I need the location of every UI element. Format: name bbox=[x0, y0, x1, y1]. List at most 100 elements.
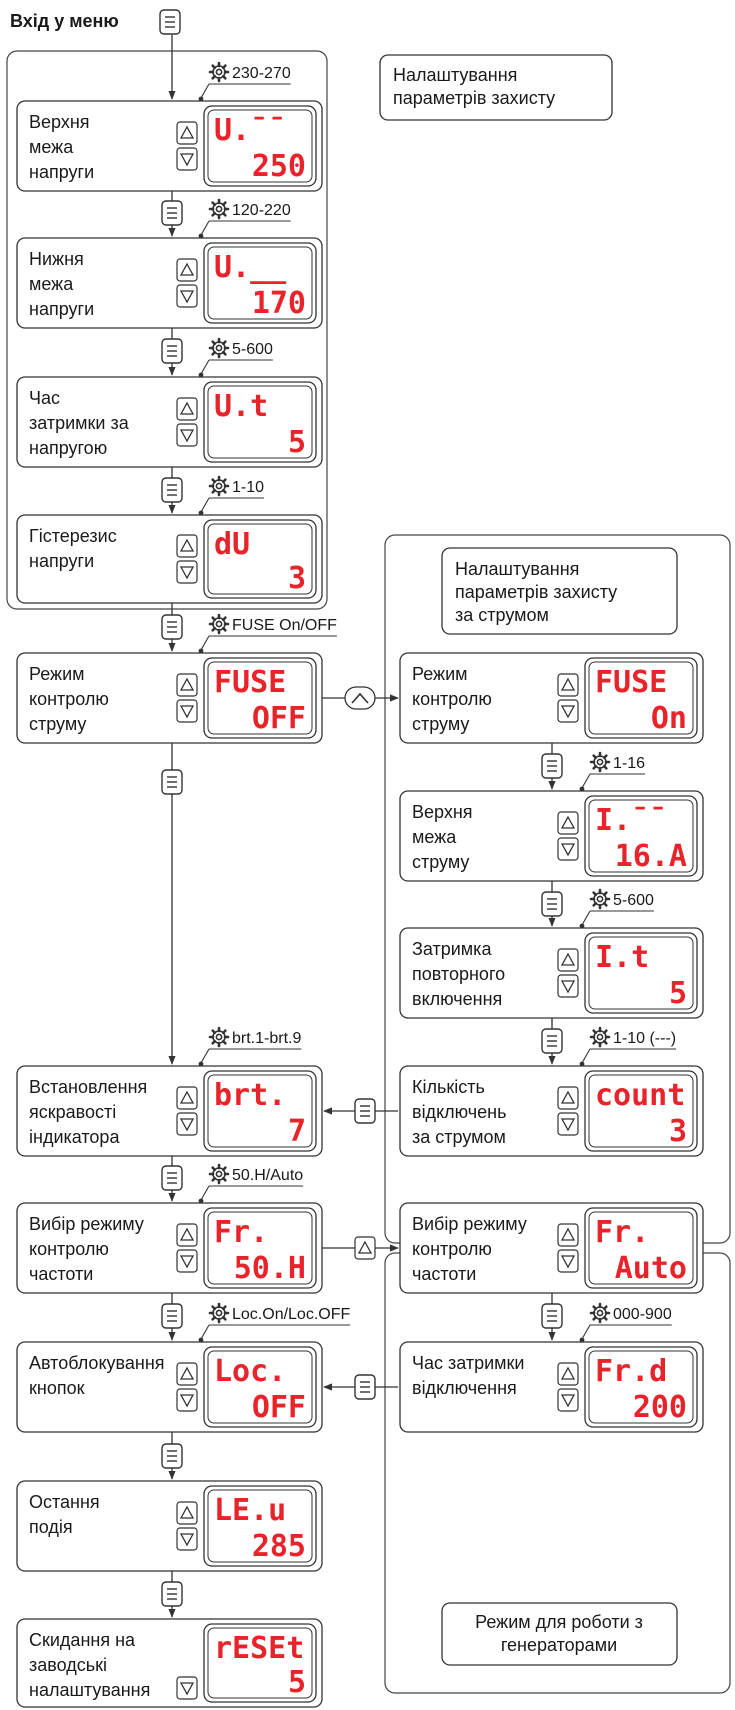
range-label: 5-600 bbox=[613, 892, 654, 909]
gear-icon bbox=[208, 61, 230, 83]
down-button[interactable] bbox=[557, 1112, 579, 1136]
up-button[interactable] bbox=[557, 1223, 579, 1247]
up-button[interactable] bbox=[557, 1086, 579, 1110]
menu-icon[interactable] bbox=[161, 338, 183, 364]
up-button[interactable] bbox=[176, 1501, 198, 1525]
up-button[interactable] bbox=[176, 1086, 198, 1110]
block-label-line: контролю bbox=[29, 689, 109, 709]
range-annotation: 1-10 bbox=[198, 475, 264, 516]
menu-icon[interactable] bbox=[541, 753, 563, 779]
triangle-down-icon bbox=[179, 1255, 195, 1269]
range-annotation: 5-600 bbox=[579, 888, 654, 929]
display-top-line: Loc. bbox=[214, 1354, 286, 1389]
menu-icon[interactable] bbox=[161, 769, 183, 795]
triangle-down-icon bbox=[179, 705, 195, 719]
block-label-line: контролю bbox=[412, 1239, 492, 1259]
down-button[interactable] bbox=[557, 1388, 579, 1412]
led-display: U.t5 bbox=[203, 381, 317, 463]
menu-icon[interactable] bbox=[541, 891, 563, 917]
display-top-line: rESEt bbox=[214, 1631, 304, 1666]
menu-icon[interactable] bbox=[161, 1303, 183, 1329]
block-label-line: Вибір режиму bbox=[412, 1214, 527, 1234]
menu-icon[interactable] bbox=[161, 477, 183, 503]
block-label-line: за струмом bbox=[412, 1127, 506, 1147]
up-button[interactable] bbox=[557, 1362, 579, 1386]
up-button[interactable] bbox=[176, 673, 198, 697]
down-button[interactable] bbox=[176, 147, 198, 171]
down-button[interactable] bbox=[176, 1527, 198, 1551]
range-label: 120-220 bbox=[232, 202, 291, 219]
down-button[interactable] bbox=[176, 1249, 198, 1273]
block-label-line: Верхня bbox=[412, 802, 473, 822]
range-annotation: 230-270 bbox=[198, 61, 291, 102]
triangle-down-icon bbox=[179, 566, 195, 580]
menu-icon[interactable] bbox=[161, 1443, 183, 1469]
range-annotation: 1-10 (---) bbox=[579, 1026, 677, 1067]
menu-icon[interactable] bbox=[541, 1028, 563, 1054]
down-button[interactable] bbox=[176, 699, 198, 723]
menu-icon[interactable] bbox=[161, 1165, 183, 1191]
display-top-line: Fr.d bbox=[595, 1354, 667, 1389]
menu-icon[interactable] bbox=[354, 1098, 376, 1124]
display-top-line: Fr. bbox=[214, 1215, 268, 1250]
block-label-line: подія bbox=[29, 1517, 73, 1537]
menu-icon[interactable] bbox=[161, 200, 183, 226]
down-button[interactable] bbox=[557, 1249, 579, 1273]
protection-note: Налаштування параметрів захисту bbox=[379, 54, 613, 121]
range-annotation: FUSE On/OFF bbox=[198, 613, 337, 654]
up-button[interactable] bbox=[176, 121, 198, 145]
display-top-line: Fr. bbox=[595, 1215, 649, 1250]
gear-icon bbox=[208, 198, 230, 220]
display-bottom-line: 200 bbox=[633, 1390, 687, 1425]
up-button[interactable] bbox=[557, 948, 579, 972]
block-label-line: відключень bbox=[412, 1102, 506, 1122]
down-button[interactable] bbox=[176, 284, 198, 308]
chevron-up-icon[interactable] bbox=[344, 686, 376, 710]
triangle-down-icon bbox=[560, 980, 576, 994]
triangle-up-icon bbox=[560, 677, 576, 691]
menu-icon[interactable] bbox=[541, 1303, 563, 1329]
down-button[interactable] bbox=[176, 1388, 198, 1412]
range-label: 1-10 (---) bbox=[613, 1030, 676, 1047]
display-bottom-line: 3 bbox=[288, 561, 306, 596]
down-button[interactable] bbox=[176, 1112, 198, 1136]
block-label-line: напругою bbox=[29, 438, 107, 458]
voltage-group-frame bbox=[6, 50, 328, 610]
menu-entry-title: Вхід у меню bbox=[10, 11, 119, 31]
up-button[interactable] bbox=[176, 1223, 198, 1247]
up-button[interactable] bbox=[176, 258, 198, 282]
menu-icon[interactable] bbox=[354, 1374, 376, 1400]
svg-text:генераторами: генераторами bbox=[501, 1635, 617, 1655]
down-button[interactable] bbox=[176, 423, 198, 447]
display-top-line: I.¯¯ bbox=[595, 803, 667, 838]
menu-icon[interactable] bbox=[159, 9, 181, 35]
up-button[interactable] bbox=[176, 397, 198, 421]
down-button[interactable] bbox=[176, 1676, 198, 1700]
gear-icon bbox=[589, 751, 611, 773]
down-button[interactable] bbox=[557, 837, 579, 861]
block-freq-mode-h: Вибір режимуконтролючастотиFr.50.H50.H/A… bbox=[16, 1163, 323, 1294]
triangle-up-icon bbox=[179, 1505, 195, 1519]
down-button[interactable] bbox=[557, 974, 579, 998]
up-button[interactable] bbox=[176, 534, 198, 558]
down-button[interactable] bbox=[176, 560, 198, 584]
freq-mode-switch-button[interactable] bbox=[354, 1236, 376, 1260]
up-button[interactable] bbox=[557, 673, 579, 697]
menu-icon[interactable] bbox=[161, 1581, 183, 1607]
block-label-line: межа bbox=[412, 827, 457, 847]
menu-icon[interactable] bbox=[161, 614, 183, 640]
down-button[interactable] bbox=[557, 699, 579, 723]
up-button[interactable] bbox=[557, 811, 579, 835]
block-label-line: межа bbox=[29, 137, 74, 157]
up-button[interactable] bbox=[176, 1362, 198, 1386]
triangle-up-icon bbox=[179, 1227, 195, 1241]
gear-icon bbox=[208, 337, 230, 359]
menu-icon[interactable] bbox=[159, 9, 181, 35]
